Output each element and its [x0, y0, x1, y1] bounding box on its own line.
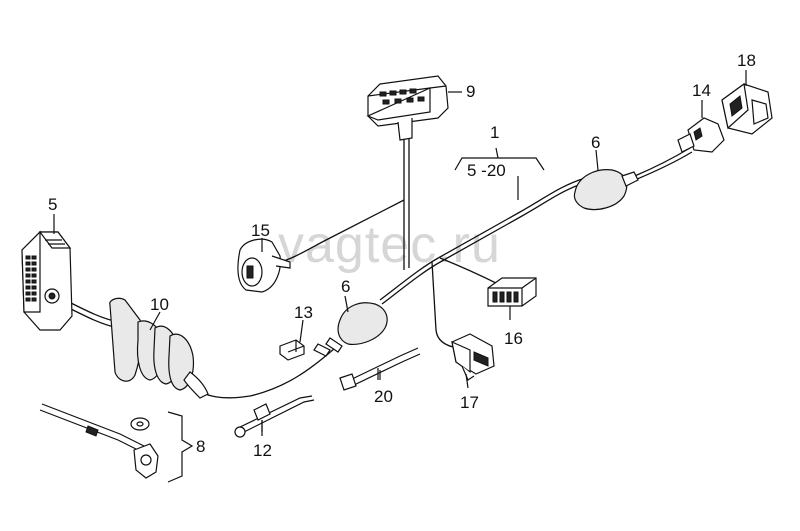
fastener-set-8 [39, 403, 159, 479]
sleeve-6-center [313, 302, 388, 357]
connector-5 [21, 230, 73, 331]
cable-tie-20 [339, 347, 421, 391]
callout-15: 15 [251, 221, 270, 240]
connector-14 [677, 117, 725, 153]
callout-20: 20 [374, 387, 393, 406]
callout-6-right: 6 [591, 133, 600, 152]
callout-17: 17 [460, 393, 479, 412]
callout-9: 9 [466, 82, 475, 101]
callout-5: 5 [48, 195, 57, 214]
leader-lines [53, 70, 747, 483]
callout-numbers: 5 10 15 9 1 5 -20 6 6 14 18 13 16 17 20 … [48, 51, 756, 460]
relay-box-9 [366, 75, 462, 141]
callout-12: 12 [253, 441, 272, 460]
callout-1: 1 [490, 123, 499, 142]
connector-17 [451, 333, 495, 381]
clip-13 [279, 339, 305, 361]
callout-6-center: 6 [341, 277, 350, 296]
callout-14: 14 [692, 81, 711, 100]
watermark: vagtec.ru [278, 216, 501, 274]
callout-8: 8 [196, 437, 205, 456]
connector-15 [237, 238, 291, 293]
cable-tie-12 [234, 395, 315, 438]
callout-16: 16 [504, 329, 523, 348]
grommet-10 [109, 297, 209, 399]
callout-18: 18 [737, 51, 756, 70]
callout-13: 13 [294, 303, 313, 322]
callout-10: 10 [150, 295, 169, 314]
sleeve-6-right [573, 169, 639, 211]
connector-18 [721, 82, 773, 135]
block-16 [487, 277, 537, 307]
callout-1-range: 5 -20 [467, 161, 506, 180]
